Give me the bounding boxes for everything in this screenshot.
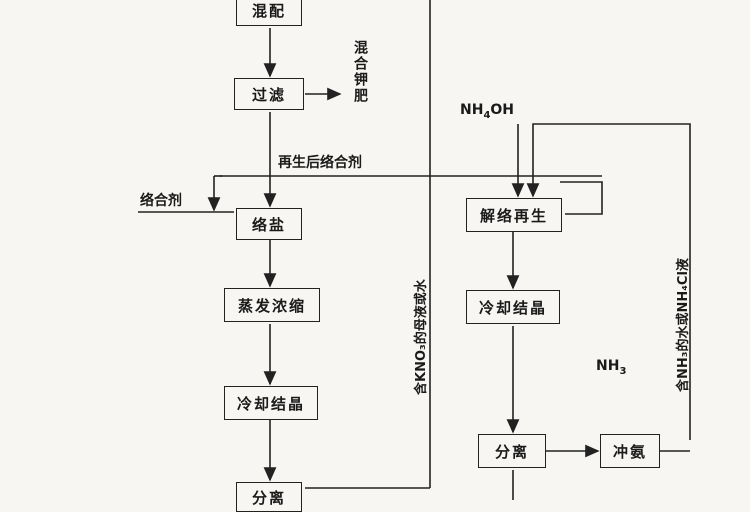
box-separate-left: 分离: [236, 482, 302, 512]
box-cool-left: 冷却结晶: [224, 386, 318, 420]
flow-nh3-loop: [526, 123, 691, 440]
box-cool-right: 冷却结晶: [466, 290, 560, 324]
label-regen-agent: 再生后络合剂: [278, 155, 362, 171]
box-ammonia-flush: 冲氨: [600, 434, 660, 468]
label-nh4oh: NH4OH: [460, 102, 515, 121]
box-decomplex: 解络再生: [466, 198, 562, 232]
box-complex: 络盐: [236, 208, 302, 240]
box-mix: 混配: [236, 0, 302, 26]
label-nh3-or-nh4cl: 含NH₃的水或NH₄Cl液: [676, 258, 691, 392]
box-filter: 过滤: [234, 78, 304, 110]
flow-lines: [138, 0, 691, 500]
label-nh3: NH3: [596, 358, 627, 377]
label-complex-agent: 络合剂: [140, 193, 182, 209]
label-kno3-mother-liquor: 含KNO₃的母液或水: [414, 279, 429, 395]
label-mixed-fertilizer: 混合钾肥: [352, 40, 368, 104]
box-evaporate: 蒸发浓缩: [224, 288, 320, 322]
box-separate-right: 分离: [478, 434, 546, 468]
